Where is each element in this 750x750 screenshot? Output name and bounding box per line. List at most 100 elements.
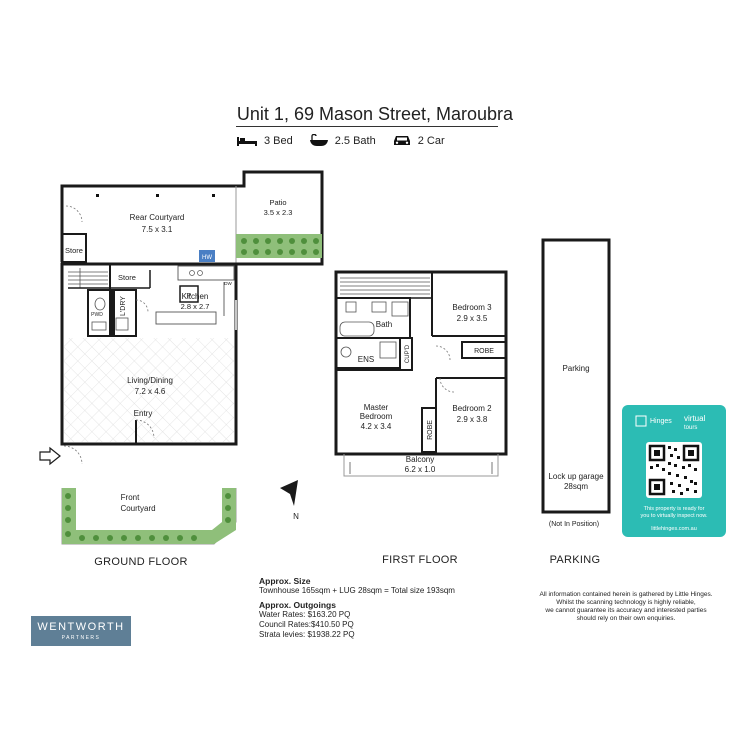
ground-floor: Rear Courtyard 7.5 x 3.1 Patio 3.5 x 2.3… bbox=[39, 170, 324, 568]
courtyard-store-label: Store bbox=[65, 246, 83, 255]
garage-line-1: Lock up garage bbox=[548, 472, 604, 481]
patio-dims: 3.5 x 2.3 bbox=[264, 208, 293, 217]
courtyard-store bbox=[61, 233, 87, 263]
bedroom-2-dims: 2.9 x 3.8 bbox=[457, 415, 488, 424]
council-rates: Council Rates:$410.50 PQ bbox=[259, 620, 354, 629]
entry-door-swing bbox=[135, 419, 155, 439]
disclaimer: All information contained herein is gath… bbox=[520, 591, 732, 623]
master-name-1: Master bbox=[364, 403, 389, 412]
strata-levies: Strata levies: $1938.22 PQ bbox=[259, 630, 355, 639]
balcony-name: Balcony bbox=[406, 455, 434, 464]
approx-notes: Approx. Size Townhouse 165sqm + LUG 28sq… bbox=[259, 576, 455, 640]
bath-vanity-2 bbox=[345, 301, 357, 313]
bedroom-door-swing bbox=[435, 345, 451, 361]
robe-bedroom-3 bbox=[461, 341, 507, 359]
bedroom-2-name: Bedroom 2 bbox=[452, 404, 492, 413]
approx-size-text: Townhouse 165sqm + LUG 28sqm = Total siz… bbox=[259, 586, 455, 595]
parking-label: PARKING bbox=[550, 554, 601, 566]
master-dims: 4.2 x 3.4 bbox=[361, 422, 392, 431]
robe-master-label: ROBE bbox=[427, 420, 434, 440]
north-arrow-icon: N bbox=[280, 480, 299, 521]
first-floor: Bath ENS CUP'D ROBE ROBE Bedroom 3 2.9 x… bbox=[334, 270, 508, 566]
bath-label: Bath bbox=[376, 320, 392, 329]
pwd-label: PWD bbox=[91, 312, 103, 318]
front-door-swing bbox=[63, 445, 83, 465]
kitchen-dims: 2.8 x 2.7 bbox=[181, 302, 210, 311]
approx-outgoings-heading: Approx. Outgoings bbox=[259, 600, 336, 610]
title-divider bbox=[236, 126, 498, 127]
logo-main: WENTWORTH bbox=[37, 621, 125, 633]
master-name-2: Bedroom bbox=[360, 412, 393, 421]
laundry-door-swing bbox=[135, 299, 149, 313]
disclaimer-line-2: Whilst the scanning technology is highly… bbox=[556, 599, 696, 606]
robe-master bbox=[421, 407, 437, 453]
virtual-tour-card[interactable]: Hinges virtual tours This property bbox=[622, 405, 726, 537]
ensuite-toilet bbox=[340, 346, 352, 358]
living-dining-dims: 7.2 x 4.6 bbox=[135, 387, 166, 396]
bathtub bbox=[339, 321, 375, 337]
pwd-basin bbox=[91, 321, 107, 331]
balcony-outline bbox=[343, 454, 499, 477]
ground-floor-label: GROUND FLOOR bbox=[94, 556, 187, 568]
rear-courtyard-boundary bbox=[60, 170, 324, 266]
first-floor-walls bbox=[334, 270, 508, 456]
north-label: N bbox=[293, 512, 299, 521]
water-rates: Water Rates: $163.20 PQ bbox=[259, 610, 351, 619]
cooktop bbox=[197, 270, 203, 276]
kitchen-bench bbox=[177, 265, 235, 281]
laundry-room bbox=[113, 289, 137, 337]
ground-floor-walls bbox=[60, 262, 238, 446]
qr-message: This property is ready for you to virtua… bbox=[626, 506, 722, 520]
qr-virtual-tours: virtual tours bbox=[684, 415, 705, 432]
entry-label: Entry bbox=[134, 409, 153, 418]
first-floor-label: FIRST FLOOR bbox=[382, 554, 458, 566]
courtyard-door-swing bbox=[65, 205, 83, 223]
parking: Parking Lock up garage 28sqm (Not In Pos… bbox=[541, 238, 611, 566]
not-in-position-note: (Not In Position) bbox=[549, 521, 599, 528]
qr-vt-line-2: tours bbox=[684, 425, 698, 431]
pwd-toilet bbox=[94, 297, 106, 311]
cupboard-label: CUP'D bbox=[405, 344, 411, 363]
pantry bbox=[179, 285, 199, 303]
stair-store-label: Store bbox=[118, 273, 136, 282]
laundry-label: L'DRY bbox=[120, 296, 127, 316]
ensuite-shower bbox=[379, 341, 397, 359]
bedroom-2-door-swing bbox=[439, 377, 455, 393]
property-title: Unit 1, 69 Mason Street, Maroubra bbox=[236, 104, 514, 124]
pantry-label: P bbox=[187, 293, 192, 300]
fence-post bbox=[156, 194, 159, 197]
bedroom-3-name: Bedroom 3 bbox=[452, 303, 492, 312]
bath-shower bbox=[391, 301, 409, 317]
living-dining-name: Living/Dining bbox=[127, 376, 173, 385]
qr-message-line-2: you to virtually inspect now. bbox=[640, 513, 708, 519]
laundry-tub bbox=[115, 317, 129, 331]
car-spec: 2 Car bbox=[392, 134, 445, 147]
qr-url[interactable]: littlehinges.com.au bbox=[651, 526, 697, 532]
bath-vanity bbox=[371, 301, 387, 313]
living-dining-floor bbox=[64, 338, 234, 442]
balcony-dims: 6.2 x 1.0 bbox=[405, 465, 436, 474]
bed-icon bbox=[237, 136, 257, 146]
patio-hedge-plants bbox=[241, 238, 319, 255]
robe-bedroom-3-label: ROBE bbox=[474, 348, 494, 355]
qr-message-line-1: This property is ready for bbox=[643, 506, 705, 512]
garage-outline bbox=[541, 238, 611, 514]
bed-count: 3 Bed bbox=[264, 134, 293, 147]
wentworth-logo: WENTWORTH PARTNERS bbox=[31, 616, 131, 646]
kitchen-island bbox=[155, 311, 217, 325]
approx-size-heading: Approx. Size bbox=[259, 576, 311, 586]
qr-vt-line-1: virtual bbox=[684, 414, 706, 423]
parking-text: Parking bbox=[562, 364, 589, 373]
garage-line-2: 28sqm bbox=[564, 482, 588, 491]
car-count: 2 Car bbox=[417, 134, 445, 147]
front-hedge-left bbox=[62, 488, 236, 544]
fence-post bbox=[212, 194, 215, 197]
cooktop bbox=[189, 270, 195, 276]
logo-sub: PARTNERS bbox=[61, 635, 101, 641]
front-courtyard-name-1: Front bbox=[121, 493, 140, 502]
qr-brand: Hinges bbox=[650, 418, 672, 425]
qr-code-icon bbox=[648, 444, 700, 496]
property-specs: 3 Bed 2.5 Bath 2 Car bbox=[236, 134, 455, 147]
qr-code-box bbox=[646, 442, 702, 498]
